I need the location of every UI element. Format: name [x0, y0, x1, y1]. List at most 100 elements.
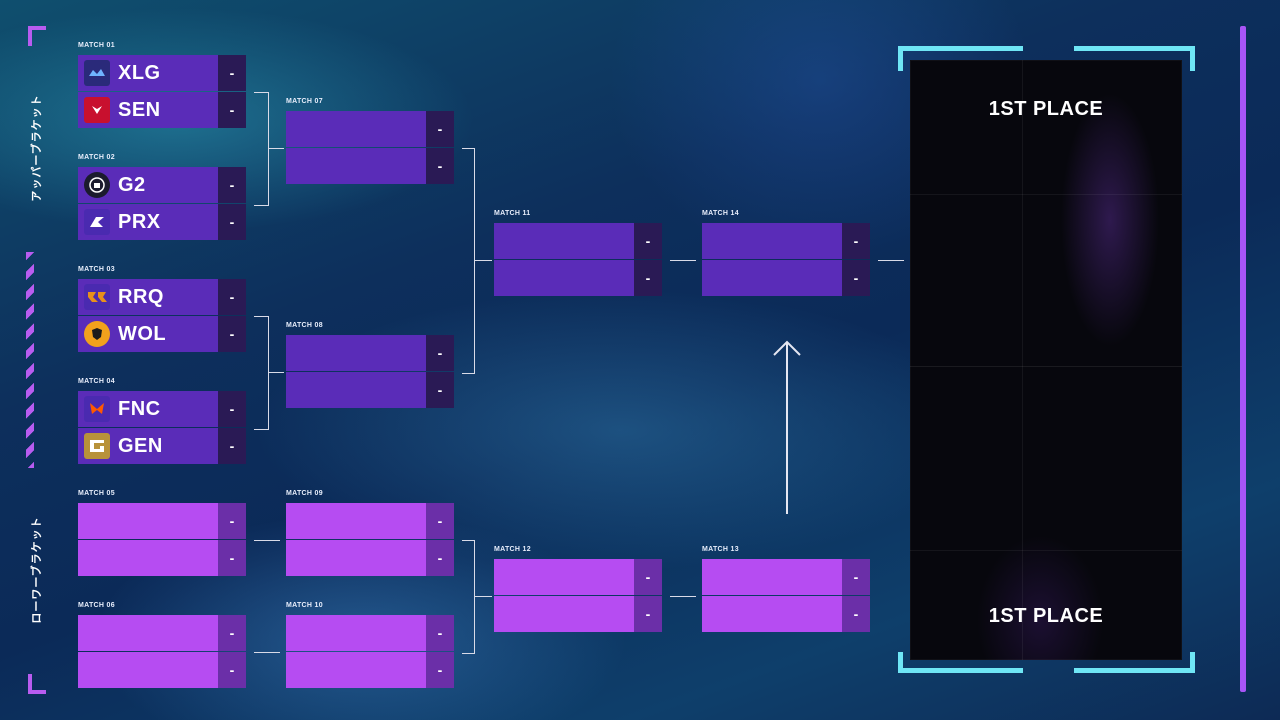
team-cell: [78, 652, 218, 688]
prx-logo-icon: [84, 209, 110, 235]
match-label: MATCH 08: [286, 322, 323, 329]
team-slot-empty[interactable]: -: [286, 335, 454, 371]
team-slot-empty[interactable]: -: [78, 540, 246, 576]
connector: [670, 260, 696, 261]
team-cell: [702, 559, 842, 595]
champion-panel: [910, 60, 1182, 660]
panel-grid-line: [1022, 60, 1023, 660]
team-cell: SEN: [78, 92, 218, 128]
team-slot-empty[interactable]: -: [286, 148, 454, 184]
team-cell: [286, 148, 426, 184]
team-name: SEN: [118, 98, 161, 121]
match-label: MATCH 07: [286, 98, 323, 105]
corner-accent-top: [28, 26, 46, 46]
score: -: [426, 503, 454, 539]
up-arrow-icon: [773, 340, 801, 514]
score: -: [634, 596, 662, 632]
score: -: [842, 223, 870, 259]
team-slot-empty[interactable]: -: [494, 223, 662, 259]
team-slot-fnc[interactable]: FNC -: [78, 391, 246, 427]
connector: [462, 540, 475, 654]
first-place-label-top: 1ST PLACE: [988, 98, 1104, 120]
team-cell: [286, 503, 426, 539]
connector: [254, 652, 280, 653]
team-slot-empty[interactable]: -: [286, 615, 454, 651]
score: -: [218, 615, 246, 651]
team-cell: GEN: [78, 428, 218, 464]
team-slot-empty[interactable]: -: [286, 111, 454, 147]
lower-bracket-label: ローワーブラケット: [31, 516, 43, 624]
team-cell: [494, 596, 634, 632]
team-slot-g2[interactable]: G2 -: [78, 167, 246, 203]
score: -: [426, 372, 454, 408]
match-label: MATCH 13: [702, 546, 739, 553]
wol-logo-icon: [84, 321, 110, 347]
first-place-label-bottom: 1ST PLACE: [988, 605, 1104, 627]
team-slot-empty[interactable]: -: [286, 540, 454, 576]
team-cell: PRX: [78, 204, 218, 240]
team-cell: [702, 596, 842, 632]
team-cell: FNC: [78, 391, 218, 427]
team-slot-sen[interactable]: SEN -: [78, 92, 246, 128]
stripe-accent: [26, 252, 34, 468]
match-label: MATCH 01: [78, 42, 115, 49]
score: -: [218, 503, 246, 539]
frame-corner-top-right: [1074, 46, 1195, 71]
score: -: [426, 652, 454, 688]
right-accent-line: [1240, 26, 1246, 692]
score: -: [218, 391, 246, 427]
team-slot-empty[interactable]: -: [702, 223, 870, 259]
upper-bracket-label: アッパーブラケット: [31, 94, 43, 202]
team-slot-empty[interactable]: -: [702, 559, 870, 595]
team-slot-empty[interactable]: -: [78, 503, 246, 539]
score: -: [218, 167, 246, 203]
score: -: [218, 540, 246, 576]
team-slot-empty[interactable]: -: [494, 559, 662, 595]
team-slot-prx[interactable]: PRX -: [78, 204, 246, 240]
team-slot-empty[interactable]: -: [702, 596, 870, 632]
team-cell: [286, 540, 426, 576]
frame-corner-bottom-left: [898, 652, 1023, 673]
match-label: MATCH 14: [702, 210, 739, 217]
panel-grid-line: [910, 366, 1182, 367]
team-cell: [286, 335, 426, 371]
g2-logo-icon: [84, 172, 110, 198]
frame-corner-top-left: [898, 46, 1023, 71]
score: -: [634, 223, 662, 259]
team-cell: [78, 503, 218, 539]
match-label: MATCH 04: [78, 378, 115, 385]
connector: [268, 148, 284, 149]
team-slot-xlg[interactable]: XLG -: [78, 55, 246, 91]
team-cell: [494, 223, 634, 259]
team-name: WOL: [118, 322, 167, 345]
team-slot-empty[interactable]: -: [286, 652, 454, 688]
connector: [268, 372, 284, 373]
connector: [254, 316, 269, 430]
team-slot-gen[interactable]: GEN -: [78, 428, 246, 464]
score: -: [426, 540, 454, 576]
match-label: MATCH 06: [78, 602, 115, 609]
team-cell: [494, 559, 634, 595]
team-cell: RRQ: [78, 279, 218, 315]
match-label: MATCH 03: [78, 266, 115, 273]
fnc-logo-icon: [84, 396, 110, 422]
team-cell: [702, 260, 842, 296]
team-cell: [286, 615, 426, 651]
team-slot-empty[interactable]: -: [494, 596, 662, 632]
connector: [670, 596, 696, 597]
team-slot-empty[interactable]: -: [286, 372, 454, 408]
score: -: [218, 279, 246, 315]
team-slot-empty[interactable]: -: [702, 260, 870, 296]
match-label: MATCH 11: [494, 210, 531, 217]
score: -: [218, 652, 246, 688]
team-name: RRQ: [118, 285, 164, 308]
connector: [254, 92, 269, 206]
score: -: [218, 55, 246, 91]
team-slot-empty[interactable]: -: [78, 652, 246, 688]
team-slot-empty[interactable]: -: [286, 503, 454, 539]
gen-logo-icon: [84, 433, 110, 459]
team-slot-rrq[interactable]: RRQ -: [78, 279, 246, 315]
team-slot-empty[interactable]: -: [494, 260, 662, 296]
team-slot-empty[interactable]: -: [78, 615, 246, 651]
team-slot-wol[interactable]: WOL -: [78, 316, 246, 352]
